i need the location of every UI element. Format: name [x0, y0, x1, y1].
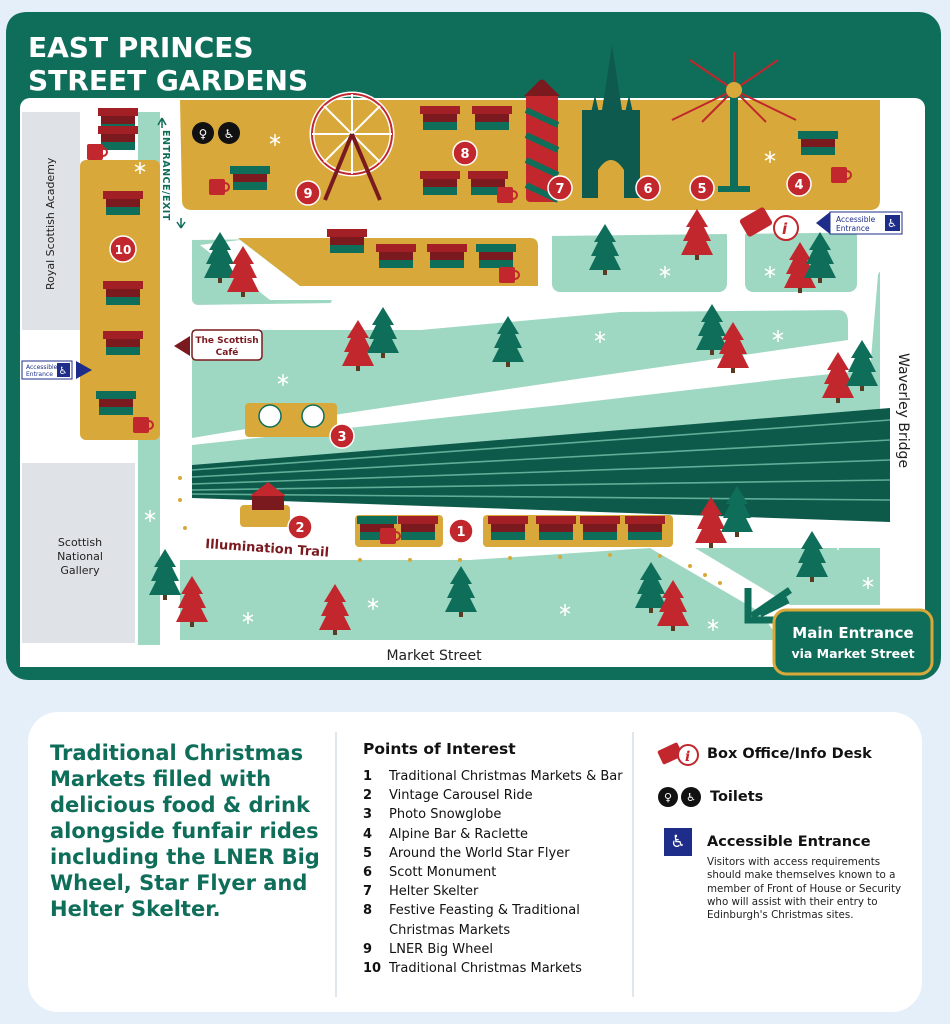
marker-8[interactable]: 8: [452, 140, 478, 166]
market-street-label: Market Street: [386, 648, 482, 664]
map-title-line2: STREET GARDENS: [28, 64, 308, 97]
wheelchair-icon: ♿: [59, 366, 68, 377]
svg-text:2: 2: [295, 521, 304, 536]
marker-5[interactable]: 5: [689, 175, 715, 201]
svg-text:♀: ♀: [199, 127, 208, 141]
main-entrance-sign[interactable]: Main Entrance via Market Street: [772, 608, 934, 676]
royal-scottish-academy-label: Royal Scottish Academy: [44, 157, 57, 290]
legend-accessible: ♿ Accessible Entrance: [664, 828, 871, 856]
arrow-left-icon: [174, 336, 190, 356]
scott-monument-icon: [582, 45, 640, 198]
toilet-icon: ♀: [658, 787, 678, 807]
svg-text:National: National: [57, 550, 103, 563]
svg-text:Accessible: Accessible: [26, 364, 58, 371]
svg-text:6: 6: [643, 182, 652, 197]
waverley-bridge-label: Waverley Bridge: [895, 353, 911, 468]
wheelchair-icon: ♿: [887, 217, 897, 230]
svg-text:i: i: [782, 220, 788, 238]
marker-6[interactable]: 6: [635, 175, 661, 201]
poi-title: Points of Interest: [363, 740, 516, 758]
marker-10[interactable]: 10: [109, 235, 137, 263]
ticket-info-icon: i: [657, 742, 699, 766]
legend-toilets: ♀ ♿ Toilets: [658, 787, 763, 807]
main-entrance-arrow: [744, 587, 792, 624]
site-map: EAST PRINCES STREET GARDENS: [6, 12, 941, 680]
railway-tracks: [192, 408, 890, 522]
svg-text:3: 3: [337, 430, 346, 445]
entrance-exit-label: ENTRANCE/EXIT: [160, 130, 171, 221]
legend-box-office: i Box Office/Info Desk: [657, 740, 872, 768]
svg-text:The Scottish: The Scottish: [195, 336, 258, 346]
svg-text:Entrance: Entrance: [26, 371, 53, 378]
svg-text:7: 7: [555, 182, 564, 197]
svg-text:Entrance: Entrance: [836, 224, 870, 233]
svg-text:8: 8: [460, 147, 469, 162]
royal-scottish-academy-building: [22, 112, 80, 330]
accessible-entrance-right[interactable]: Accessible Entrance ♿: [816, 211, 903, 235]
map-title-line1: EAST PRINCES: [28, 31, 254, 64]
marker-7[interactable]: 7: [547, 175, 573, 201]
scottish-national-gallery-building: [22, 463, 135, 643]
svg-text:4: 4: [794, 178, 803, 193]
carousel-icon: [250, 482, 286, 510]
svg-text:via Market Street: via Market Street: [791, 646, 914, 661]
box-office-icon: i: [739, 207, 799, 241]
svg-text:1: 1: [456, 525, 465, 540]
helter-skelter-icon: [524, 68, 560, 203]
svg-text:Accessible: Accessible: [836, 215, 876, 224]
star-flyer-icon: [671, 52, 797, 192]
wheelchair-icon: ♿: [681, 787, 701, 807]
toilet-icon: ♀: [192, 122, 214, 144]
svg-text:Gallery: Gallery: [60, 564, 100, 577]
scottish-cafe-sign[interactable]: The Scottish Café: [174, 329, 263, 361]
marker-4[interactable]: 4: [786, 171, 812, 197]
arrow-up-icon: [157, 117, 167, 128]
wheelchair-icon: ♿: [664, 828, 692, 856]
marker-9[interactable]: 9: [295, 180, 321, 206]
svg-text:5: 5: [697, 182, 706, 197]
accessible-entrance-left[interactable]: Accessible Entrance ♿: [21, 360, 92, 380]
svg-text:9: 9: [303, 187, 312, 202]
tagline: Traditional Christmas Markets filled wit…: [50, 741, 320, 921]
accessible-note: Visitors with access requirements should…: [707, 856, 902, 922]
marker-2[interactable]: 2: [287, 514, 313, 540]
svg-text:♿: ♿: [224, 127, 235, 141]
svg-text:10: 10: [115, 243, 132, 257]
svg-text:i: i: [685, 749, 690, 765]
svg-text:Café: Café: [216, 347, 239, 358]
big-wheel-icon: [309, 91, 395, 201]
divider: [632, 732, 634, 997]
divider: [335, 732, 337, 997]
marker-3[interactable]: 3: [329, 423, 355, 449]
marker-1[interactable]: 1: [448, 518, 474, 544]
info-panel: [28, 712, 922, 1012]
arrow-right-icon: [76, 361, 92, 379]
scottish-national-gallery-label: Scottish: [58, 536, 102, 549]
wheelchair-icon: ♿: [218, 122, 240, 144]
svg-text:Main Entrance: Main Entrance: [792, 624, 913, 642]
arrow-left-icon: [816, 212, 830, 234]
arrow-down-icon: [176, 218, 186, 229]
